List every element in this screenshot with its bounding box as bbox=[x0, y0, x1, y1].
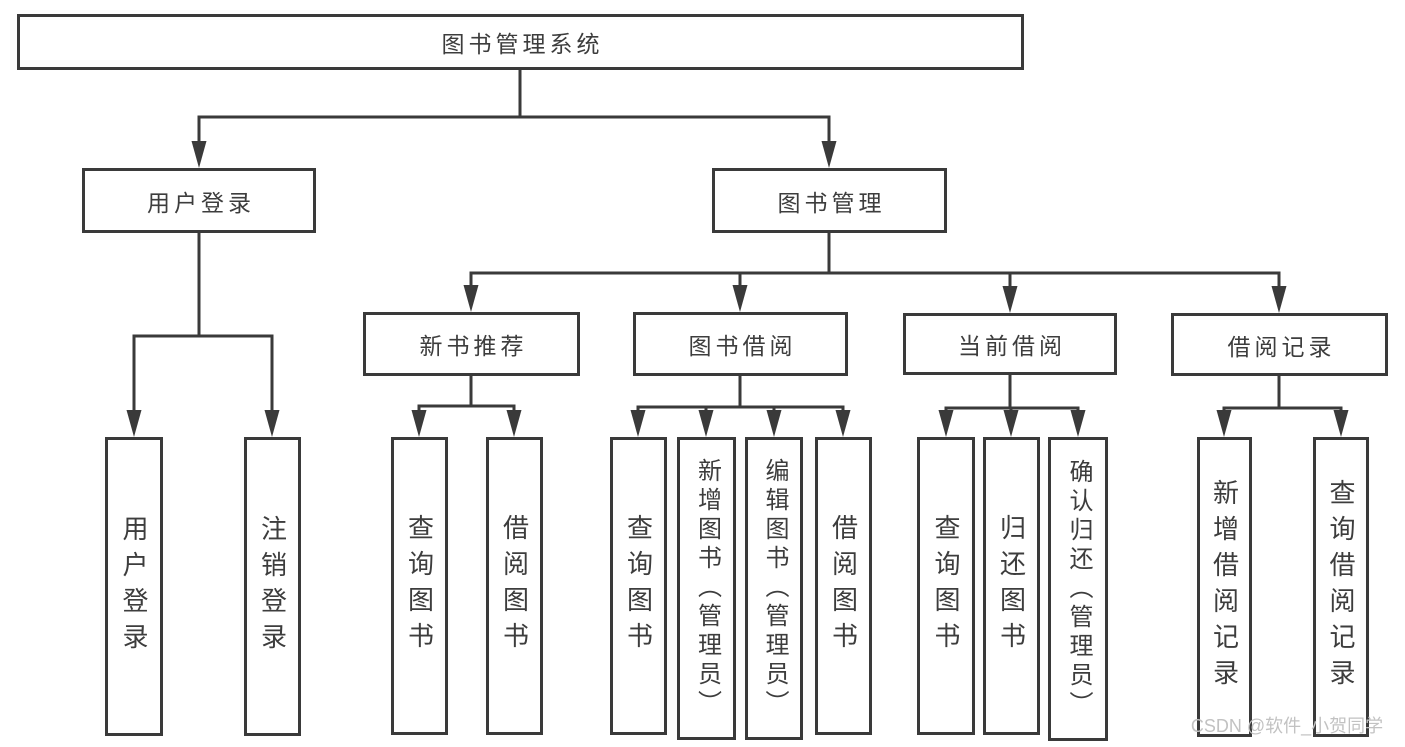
arrowhead-icon bbox=[835, 410, 851, 437]
leaf-add-book-admin: 新增图书（管理员） bbox=[677, 437, 736, 740]
node-user-login: 用户登录 bbox=[82, 168, 316, 233]
arrowhead-icon bbox=[938, 410, 954, 437]
arrowhead-icon bbox=[1003, 410, 1019, 437]
leaf-query-book-2: 查询图书 bbox=[610, 437, 667, 735]
arrowhead-icon bbox=[1070, 410, 1086, 437]
csdn-watermark: CSDN @软件_小贺同学 bbox=[1190, 716, 1384, 736]
arrowhead-icon bbox=[264, 410, 280, 437]
arrowhead-icon bbox=[1271, 286, 1287, 313]
node-current-borrowing: 当前借阅 bbox=[903, 313, 1117, 375]
arrowhead-icon bbox=[506, 410, 522, 437]
node-book-borrowing: 图书借阅 bbox=[633, 312, 848, 376]
node-root: 图书管理系统 bbox=[17, 14, 1024, 70]
arrowhead-icon bbox=[630, 410, 646, 437]
leaf-return-book: 归还图书 bbox=[983, 437, 1040, 735]
leaf-borrow-book-2: 借阅图书 bbox=[815, 437, 872, 735]
node-book-management: 图书管理 bbox=[712, 168, 947, 233]
arrowhead-icon bbox=[1333, 410, 1349, 437]
leaf-edit-book-admin: 编辑图书（管理员） bbox=[745, 437, 803, 740]
arrowhead-icon bbox=[766, 410, 782, 437]
arrowhead-icon bbox=[191, 141, 207, 168]
leaf-confirm-return-admin: 确认归还（管理员） bbox=[1048, 437, 1108, 741]
arrowhead-icon bbox=[126, 410, 142, 437]
leaf-logout: 注销登录 bbox=[244, 437, 301, 736]
leaf-add-borrow-record: 新增借阅记录 bbox=[1197, 437, 1252, 737]
leaf-user-login: 用户登录 bbox=[105, 437, 163, 736]
arrowhead-icon bbox=[821, 141, 837, 168]
leaf-query-borrow-record: 查询借阅记录 bbox=[1313, 437, 1369, 737]
arrowhead-icon bbox=[411, 410, 427, 437]
leaf-query-book-3: 查询图书 bbox=[917, 437, 975, 735]
arrowhead-icon bbox=[732, 285, 748, 312]
node-new-book-recommend: 新书推荐 bbox=[363, 312, 580, 376]
leaf-query-book-1: 查询图书 bbox=[391, 437, 448, 735]
arrowhead-icon bbox=[1216, 410, 1232, 437]
node-borrowing-records: 借阅记录 bbox=[1171, 313, 1388, 376]
arrowhead-icon bbox=[698, 410, 714, 437]
arrowhead-icon bbox=[1002, 286, 1018, 313]
leaf-borrow-book-1: 借阅图书 bbox=[486, 437, 543, 735]
arrowhead-icon bbox=[463, 285, 479, 312]
